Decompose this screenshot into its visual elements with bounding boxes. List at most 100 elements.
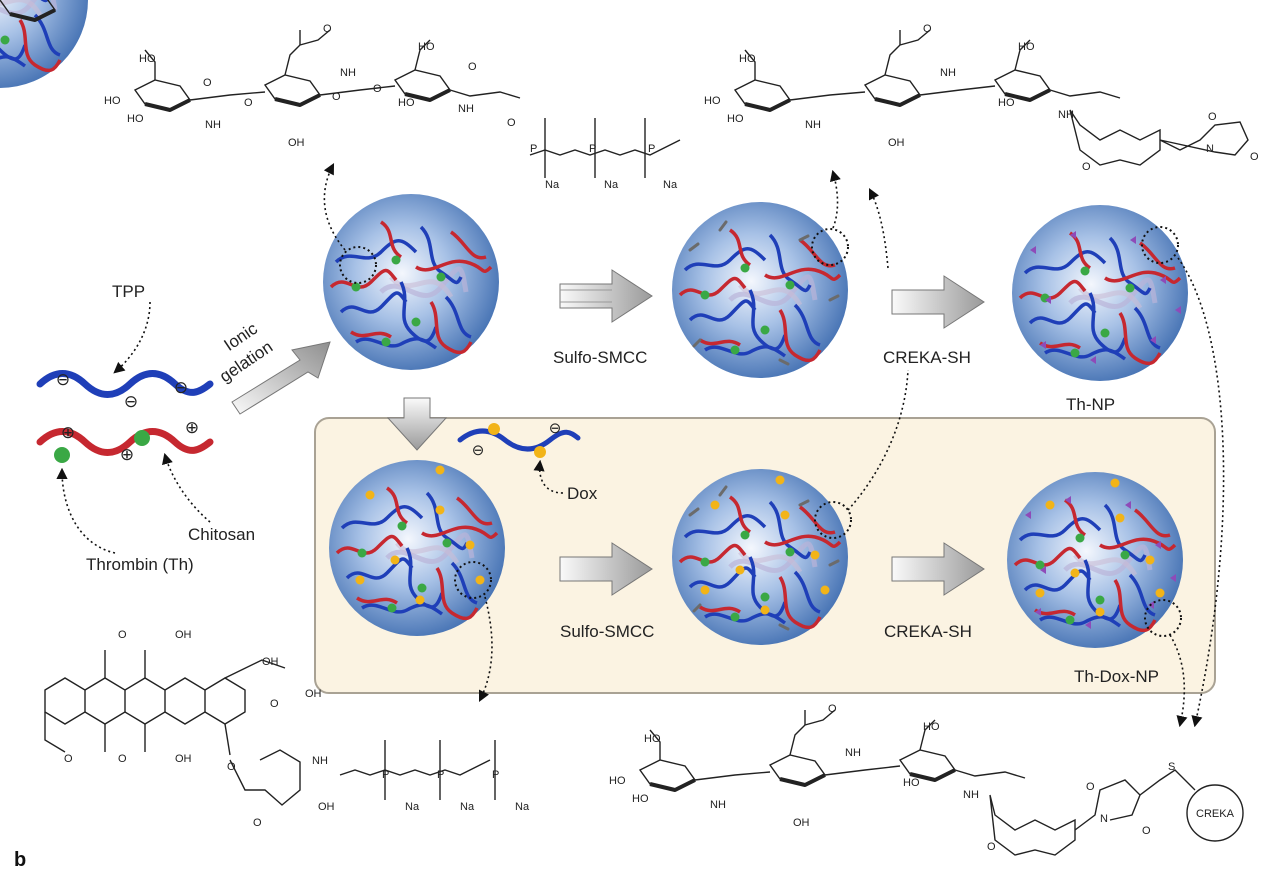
nanoparticle-th-chitosan xyxy=(323,194,499,370)
nanoparticle-th-dox-np xyxy=(1007,472,1183,648)
zoom-circle xyxy=(454,561,492,599)
nanoparticle-th-dox xyxy=(329,460,505,636)
step-label-creka-sh: CREKA-SH xyxy=(883,348,971,367)
chem-label: O xyxy=(468,61,477,73)
chem-label: HO xyxy=(418,41,435,53)
process-arrow xyxy=(891,275,985,329)
dox-beads xyxy=(355,465,1165,617)
tpp-chain: ⊖ ⊖ ⊖ xyxy=(36,370,214,411)
dox-pointer xyxy=(533,459,564,494)
chem-label: HO xyxy=(739,53,756,65)
product-label-th-dox-np: Th-Dox-NP xyxy=(1074,667,1159,686)
chem-label: O xyxy=(507,117,516,129)
creka-label: CREKA xyxy=(1196,808,1235,820)
chem-label: Na xyxy=(663,179,678,191)
chem-label: Na xyxy=(405,801,420,813)
chem-chitosan-creka-bottom-right xyxy=(638,709,1196,856)
chem-label: O xyxy=(118,629,127,641)
chem-label: Na xyxy=(460,801,475,813)
minus-charge: ⊖ xyxy=(56,370,70,389)
dox-label: Dox xyxy=(567,484,598,503)
chem-label: O xyxy=(64,753,73,765)
chem-label: OH xyxy=(888,137,905,149)
chitosan-label: Chitosan xyxy=(188,525,255,544)
plus-charge: ⊕ xyxy=(120,445,134,464)
chem-label: HO xyxy=(644,733,661,745)
chem-label: HO xyxy=(104,95,121,107)
chem-label: NH xyxy=(1058,109,1074,121)
chitosan-pointer xyxy=(162,452,211,523)
chem-label: P xyxy=(589,143,596,155)
nanoparticle xyxy=(0,0,88,88)
chem-label: OH xyxy=(175,629,192,641)
chem-label: O xyxy=(373,83,382,95)
zoom-circle xyxy=(814,501,852,539)
chem-dox-tpp-bottom-left xyxy=(44,650,496,806)
chem-label: P xyxy=(492,769,499,781)
chem-label: OH xyxy=(175,753,192,765)
chem-chitosan-smcc-top-right xyxy=(733,29,1249,166)
chem-label: Na xyxy=(545,179,560,191)
chem-label: P xyxy=(530,143,537,155)
chem-label: NH xyxy=(205,119,221,131)
zoom-circle xyxy=(1141,226,1179,264)
chem-label: O xyxy=(323,23,332,35)
chem-label: O xyxy=(1086,781,1095,793)
process-arrow xyxy=(559,542,653,596)
chem-label: HO xyxy=(998,97,1015,109)
step-label-creka-sh: CREKA-SH xyxy=(884,622,972,641)
process-arrow xyxy=(891,542,985,596)
chem-label: NH xyxy=(845,747,861,759)
thrombin-bead xyxy=(134,430,150,446)
chem-label: NH xyxy=(710,799,726,811)
chem-chitosan-tpp-top-left xyxy=(133,29,681,178)
chem-label: NH xyxy=(458,103,474,115)
minus-charge: ⊖ xyxy=(174,378,188,397)
plus-charge: ⊕ xyxy=(61,423,75,442)
chem-label: HO xyxy=(398,97,415,109)
step-label-sulfo-smcc: Sulfo-SMCC xyxy=(560,622,654,641)
chem-label: NH xyxy=(340,67,356,79)
process-arrow xyxy=(559,269,653,323)
zoom-circle xyxy=(339,246,377,284)
chem-label: OH xyxy=(793,817,810,829)
chem-label: NH xyxy=(312,755,328,767)
down-arrow xyxy=(386,397,448,451)
plus-charge: ⊕ xyxy=(185,418,199,437)
chem-label: HO xyxy=(127,113,144,125)
zoom-circle xyxy=(1144,599,1182,637)
sugar-ring xyxy=(0,0,57,22)
chem-label: HO xyxy=(923,721,940,733)
chem-label: O xyxy=(1250,151,1259,163)
chem-label: N xyxy=(1100,813,1108,825)
chem-label: HO xyxy=(727,113,744,125)
chem-label: P xyxy=(437,769,444,781)
chem-label: NH xyxy=(940,67,956,79)
ionic-gelation-arrow xyxy=(231,341,331,415)
tpp-label: TPP xyxy=(112,282,145,301)
chem-label: OH xyxy=(318,801,335,813)
chem-label: O xyxy=(227,761,236,773)
minus-charge: ⊖ xyxy=(472,442,485,459)
chem-label: HO xyxy=(903,777,920,789)
minus-charge: ⊖ xyxy=(549,420,562,437)
chem-label: OH xyxy=(262,656,279,668)
zoom-circle xyxy=(811,228,849,266)
tpp-pointer xyxy=(113,301,151,374)
chem-label: O xyxy=(253,817,262,829)
chem-label: O xyxy=(987,841,996,853)
minus-charge: ⊖ xyxy=(124,392,138,411)
chem-label: Na xyxy=(515,801,530,813)
chem-label: O xyxy=(244,97,253,109)
smcc-stubs xyxy=(688,220,840,631)
zoom-pointers xyxy=(323,163,1225,728)
chem-label: OH xyxy=(288,137,305,149)
thrombin-label: Thrombin (Th) xyxy=(86,555,194,574)
chem-label: O xyxy=(332,91,341,103)
nanoparticle-smcc xyxy=(672,202,848,378)
thrombin-bead xyxy=(54,447,70,463)
chem-label: HO xyxy=(704,95,721,107)
chem-label: OH xyxy=(305,688,322,700)
chem-label: O xyxy=(118,753,127,765)
